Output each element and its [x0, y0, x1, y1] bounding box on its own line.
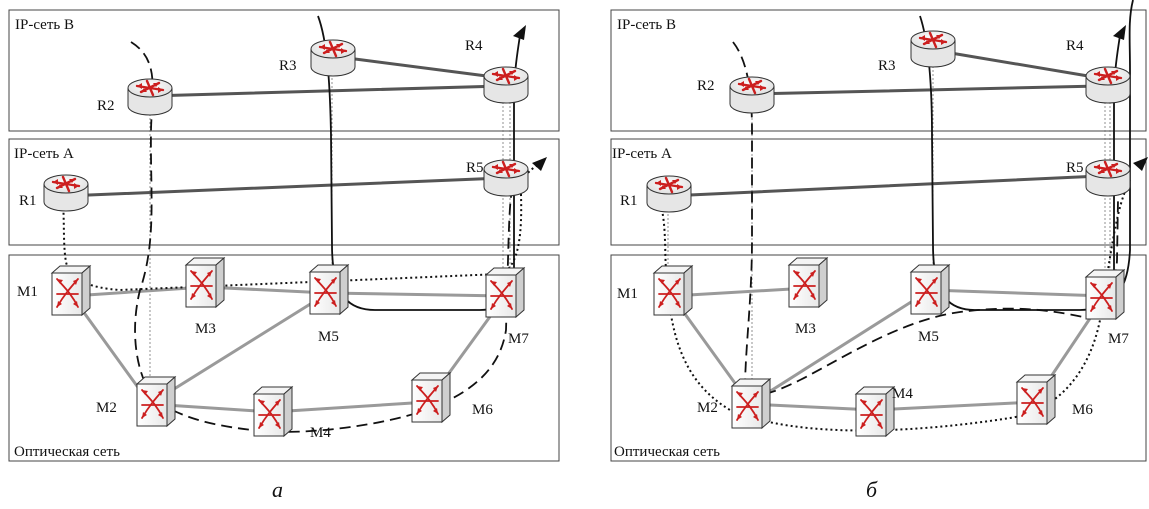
router-icon	[728, 75, 776, 115]
optical-switch-icon	[910, 264, 950, 315]
router-icon	[126, 77, 174, 117]
label-r2: R2	[97, 98, 115, 114]
label-m6: M6	[1072, 402, 1093, 418]
caption-b: б	[866, 477, 878, 502]
ip-net-a-label: IP-сеть A	[612, 146, 672, 162]
optical-switch-icon	[788, 257, 828, 308]
optical-switch-icon	[1016, 374, 1056, 425]
optical-switch-icon	[309, 264, 349, 315]
label-r4: R4	[465, 38, 483, 54]
router-icon	[909, 29, 957, 69]
router-icon	[482, 65, 530, 105]
label-r1: R1	[620, 193, 638, 209]
label-m7: M7	[1108, 331, 1129, 347]
optical-switch-icon	[185, 257, 225, 308]
router-icon	[1084, 65, 1132, 105]
caption-a: а	[272, 477, 283, 502]
label-r3: R3	[878, 58, 896, 74]
panel-b: IP-сеть B IP-сеть A Оптическая сеть	[610, 0, 1148, 462]
label-r3: R3	[279, 58, 297, 74]
ip-net-a-box	[610, 138, 1147, 246]
ip-net-b-label: IP-сеть B	[617, 17, 676, 33]
label-r2: R2	[697, 78, 715, 94]
optical-switch-icon	[855, 386, 895, 437]
label-m4: M4	[310, 425, 331, 441]
label-m3: M3	[195, 321, 216, 337]
label-m7: M7	[508, 331, 529, 347]
label-m4: M4	[892, 386, 913, 402]
router-icon	[645, 174, 693, 214]
router-icon	[42, 173, 90, 213]
ip-net-a-label: IP-сеть A	[14, 146, 74, 162]
label-r1: R1	[19, 193, 37, 209]
optical-switch-icon	[253, 386, 293, 437]
label-m2: M2	[96, 400, 117, 416]
router-icon	[1084, 158, 1132, 198]
label-r5: R5	[466, 160, 484, 176]
label-r5: R5	[1066, 160, 1084, 176]
optical-switch-icon	[411, 372, 451, 423]
router-icon	[482, 158, 530, 198]
optical-switch-icon	[653, 265, 693, 316]
ip-net-b-box	[8, 9, 560, 132]
label-m5: M5	[918, 329, 939, 345]
label-m1: M1	[17, 284, 38, 300]
label-r4: R4	[1066, 38, 1084, 54]
optical-switch-icon	[731, 378, 771, 429]
label-m2: M2	[697, 400, 718, 416]
label-m6: M6	[472, 402, 493, 418]
optical-switch-icon	[51, 265, 91, 316]
panel-a: IP-сеть B IP-сеть A Оптическая сеть	[8, 9, 560, 462]
optical-switch-icon	[136, 376, 176, 427]
label-m5: M5	[318, 329, 339, 345]
label-m1: M1	[617, 286, 638, 302]
optical-net-label: Оптическая сеть	[614, 444, 720, 460]
optical-switch-icon	[1085, 269, 1125, 320]
ip-net-b-label: IP-сеть B	[15, 17, 74, 33]
optical-net-label: Оптическая сеть	[14, 444, 120, 460]
router-icon	[309, 38, 357, 78]
optical-switch-icon	[485, 267, 525, 318]
label-m3: M3	[795, 321, 816, 337]
ip-net-a-box	[8, 138, 560, 246]
optical-net-box	[8, 254, 560, 462]
